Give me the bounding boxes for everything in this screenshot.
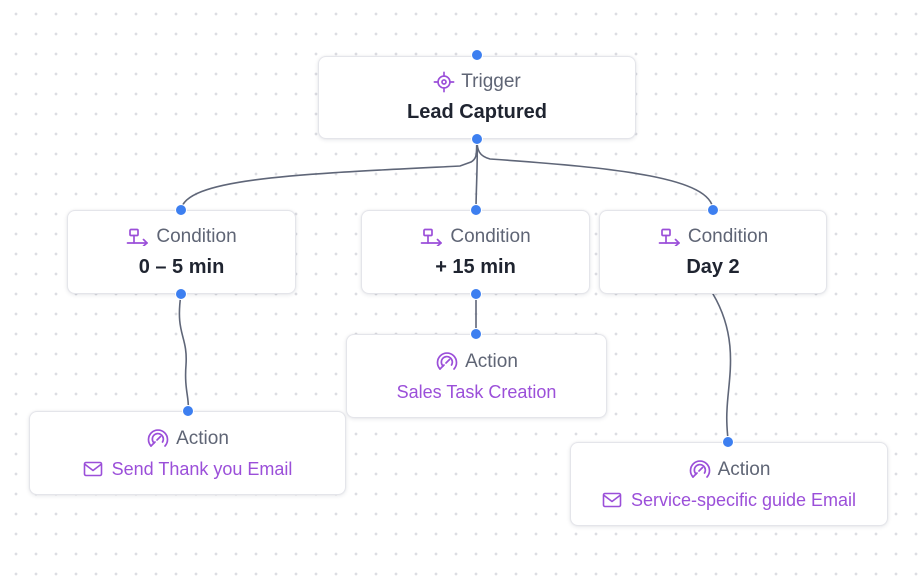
condition-head-label: Condition bbox=[450, 225, 531, 247]
edge-condition-1-action-1 bbox=[178, 293, 190, 412]
action-icon bbox=[147, 428, 169, 447]
condition-title: Day 2 bbox=[686, 255, 740, 278]
condition-2-output-handle[interactable] bbox=[470, 288, 482, 300]
edge-trigger-condition-1 bbox=[180, 139, 478, 211]
trigger-input-handle[interactable] bbox=[471, 49, 483, 61]
trigger-title: Lead Captured bbox=[406, 101, 548, 123]
branch-icon bbox=[127, 228, 149, 246]
mail-icon bbox=[83, 461, 102, 477]
action-label: Sales Task Creation bbox=[396, 381, 557, 402]
condition-title: 0 – 5 min bbox=[138, 255, 225, 278]
action-icon bbox=[689, 459, 710, 478]
action-header: Action bbox=[688, 458, 771, 482]
action-label: Send Thank you Email bbox=[111, 458, 293, 479]
condition-3-input-handle[interactable] bbox=[707, 204, 719, 216]
target-icon bbox=[433, 71, 455, 93]
condition-1-output-handle[interactable] bbox=[175, 288, 187, 300]
action-node-3[interactable]: Action Service-specific guide Email bbox=[570, 442, 888, 526]
action-2-input-handle[interactable] bbox=[470, 328, 482, 340]
condition-title: + 15 min bbox=[435, 255, 516, 278]
action-node-1[interactable]: Action Send Thank you Email bbox=[29, 411, 346, 495]
condition-node-3[interactable]: Condition Day 2 bbox=[599, 210, 827, 294]
action-1-input-handle[interactable] bbox=[182, 405, 194, 417]
condition-head-label: Condition bbox=[156, 225, 237, 247]
action-head-label: Action bbox=[176, 427, 229, 449]
condition-1-input-handle[interactable] bbox=[175, 204, 187, 216]
condition-node-2[interactable]: Condition + 15 min bbox=[361, 210, 590, 294]
branch-icon bbox=[421, 228, 443, 246]
condition-head-label: Condition bbox=[687, 225, 769, 247]
trigger-output-handle[interactable] bbox=[471, 133, 483, 145]
condition-2-input-handle[interactable] bbox=[470, 204, 482, 216]
edge-trigger-condition-3 bbox=[476, 139, 714, 211]
trigger-node[interactable]: Trigger Lead Captured bbox=[318, 56, 636, 139]
action-header: Action bbox=[146, 427, 229, 451]
branch-icon bbox=[658, 228, 680, 246]
action-icon bbox=[436, 351, 458, 370]
edge-condition-3-action-3 bbox=[712, 293, 732, 443]
trigger-head-label: Trigger bbox=[461, 71, 521, 92]
action-head-label: Action bbox=[465, 350, 518, 372]
action-head-label: Action bbox=[717, 458, 771, 480]
mail-icon bbox=[602, 492, 622, 508]
action-label: Service-specific guide Email bbox=[630, 489, 857, 510]
condition-node-1[interactable]: Condition 0 – 5 min bbox=[67, 210, 296, 294]
action-label-row: Sales Task Creation bbox=[397, 382, 557, 403]
trigger-header: Trigger bbox=[433, 71, 521, 93]
action-label-row: Send Thank you Email bbox=[83, 458, 293, 480]
action-label-row: Service-specific guide Email bbox=[602, 490, 856, 511]
action-3-input-handle[interactable] bbox=[722, 436, 734, 448]
action-node-2[interactable]: Action Sales Task Creation bbox=[346, 334, 607, 418]
condition-header: Condition bbox=[420, 225, 531, 248]
action-header: Action bbox=[435, 350, 518, 374]
condition-header: Condition bbox=[658, 226, 768, 248]
edge-trigger-condition-2 bbox=[475, 139, 479, 211]
condition-header: Condition bbox=[126, 225, 237, 248]
